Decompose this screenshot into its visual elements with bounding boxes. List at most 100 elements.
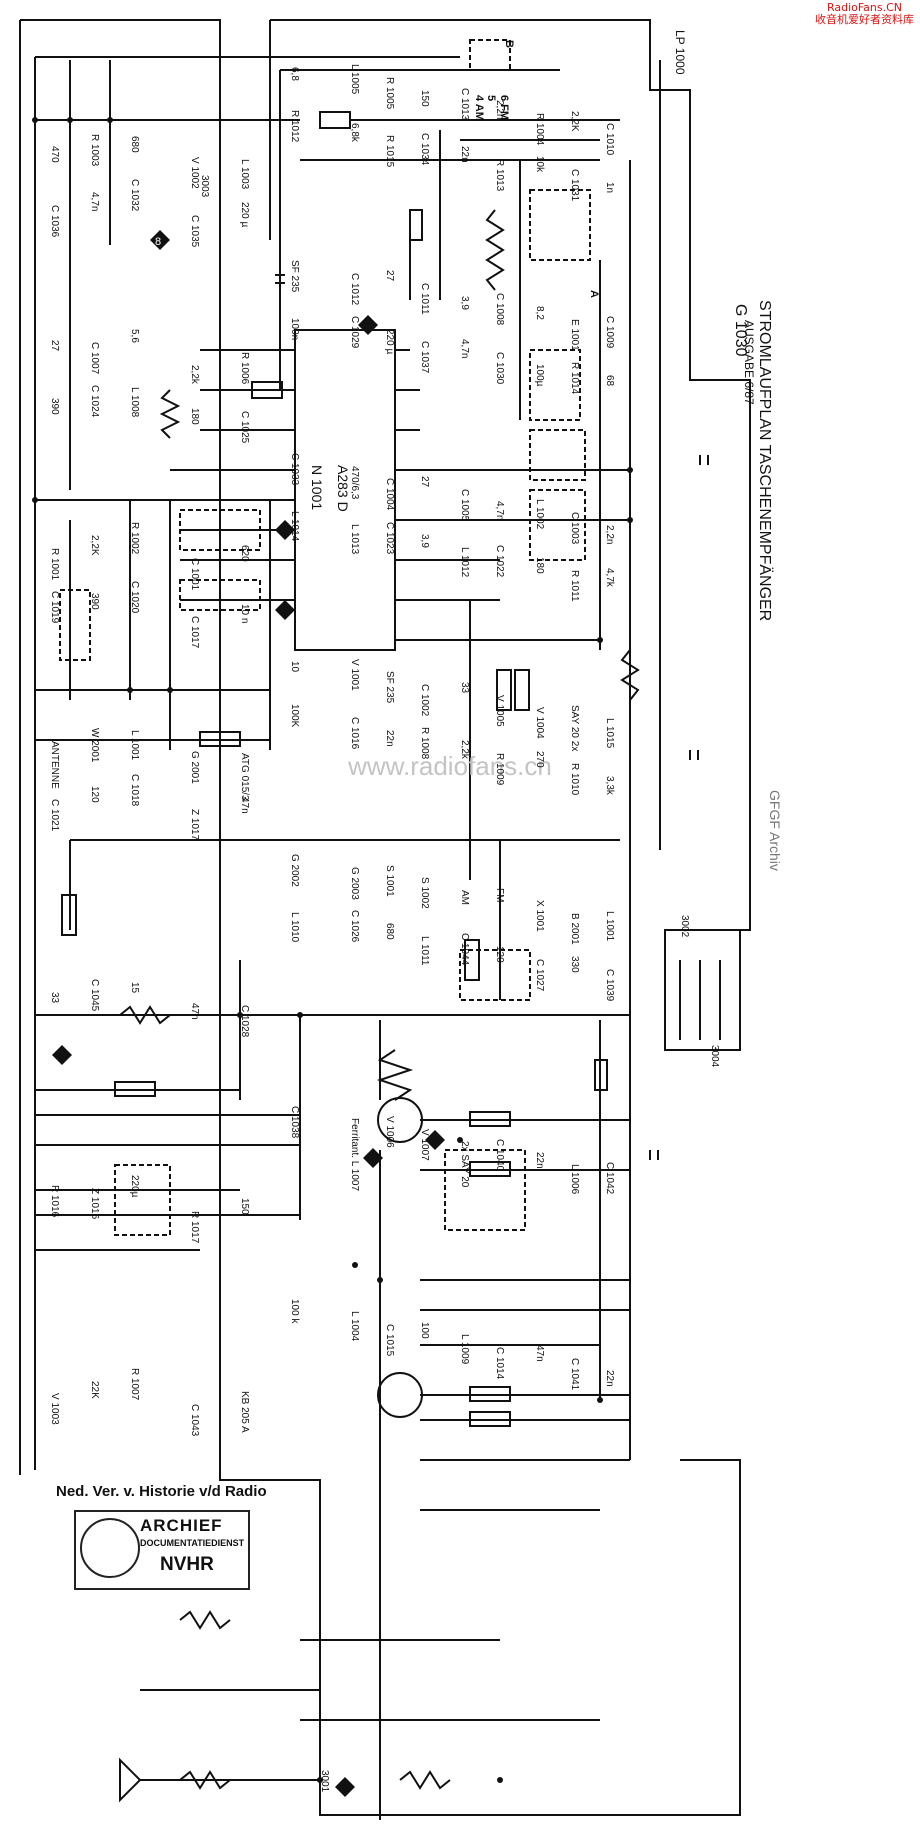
component-label: C 1029 <box>349 315 360 349</box>
gfgf-archive-note: GFGF Archiv <box>767 790 783 871</box>
component-label: L 1013 <box>349 523 360 555</box>
component-label: 470/6,3 <box>349 465 360 499</box>
component-label: V 1005 <box>494 694 505 727</box>
component-label: L 1003 <box>239 159 250 190</box>
component-label: 680 <box>384 922 395 940</box>
center-watermark: www.radiofans.cn <box>347 751 552 781</box>
component-label: FM <box>494 887 505 903</box>
component-label: R 1008 <box>419 727 430 760</box>
component-label: C 1018 <box>129 773 140 806</box>
component-label: 2,2n <box>604 524 615 544</box>
component-label: R 1004 <box>534 112 545 146</box>
transistor-v1002 <box>377 1097 423 1143</box>
component-label: L 1001 <box>129 730 140 761</box>
component-label: 120 <box>89 786 100 803</box>
component-label: 27 <box>49 339 60 351</box>
component-label: SF 235 <box>289 259 300 293</box>
edition-label: AUSGABE 6/87 <box>742 320 756 405</box>
component-label: L 1009 <box>459 1334 470 1365</box>
component-label: R 1002 <box>129 522 140 555</box>
component-label: C 1033 <box>289 452 300 486</box>
component-label: 330 <box>569 956 580 973</box>
component-label: Z 1017 <box>189 809 200 841</box>
component-label: C 1037 <box>419 341 430 374</box>
component-label: 2x SAY 20 <box>459 1141 470 1188</box>
component-label: R 1005 <box>384 77 395 110</box>
component-label: C 1032 <box>129 179 140 212</box>
component-label: B 2001 <box>569 913 580 945</box>
component-label: Z 1016 <box>89 1187 100 1219</box>
component-label: C 1039 <box>604 969 615 1002</box>
component-label: SF 235 <box>384 671 395 704</box>
component-label: C 1021 <box>49 799 60 832</box>
marker-8 <box>150 230 170 250</box>
component-label: 270 <box>534 750 545 768</box>
component-label: V 1006 <box>384 1115 395 1148</box>
component-label: 4,7k <box>604 567 615 587</box>
component-label: 22n <box>604 1370 615 1387</box>
component-label: C 1044 <box>459 933 470 966</box>
component-label: 4,7n <box>459 338 470 359</box>
component-label: C 1041 <box>569 1357 580 1390</box>
component-label: E 1001 <box>569 318 580 351</box>
component-label: 220 µ <box>384 328 395 354</box>
component-label: 2,2K <box>569 110 580 132</box>
component-label: C 1011 <box>419 282 430 315</box>
component-label: 4,7n <box>89 192 100 212</box>
component-label: ANTENNE <box>49 740 60 789</box>
board-outline-left <box>20 19 741 1816</box>
ic-ref-label: N 1001 <box>309 465 325 510</box>
component-label: C 1038 <box>289 1105 300 1138</box>
marker-4 <box>275 520 295 540</box>
component-label: 390 <box>49 397 60 415</box>
component-label: C 1025 <box>239 410 250 443</box>
component-label: C 1023 <box>384 521 395 554</box>
component-label: S 1001 <box>384 864 395 897</box>
component-label: C 1027 <box>534 958 545 991</box>
component-label: 22K <box>89 1380 100 1399</box>
component-label: R 1013 <box>494 158 505 191</box>
component-label: 33 <box>49 992 60 1004</box>
component-label: L 1011 <box>419 935 430 965</box>
component-label: C 1013 <box>459 87 470 120</box>
component-label: AM <box>459 889 470 905</box>
component-label: SAY 20 2x <box>569 704 580 752</box>
component-label: 3,9 <box>419 534 430 549</box>
node-label-n3004: 3004 <box>709 1045 720 1068</box>
component-label: 150 <box>419 89 430 107</box>
marker-6 <box>358 315 378 335</box>
marker-5 <box>275 600 295 620</box>
component-label: 2,2K <box>89 534 100 556</box>
node-label-n3003: 3003 <box>199 175 210 198</box>
component-label: 620 <box>239 545 250 562</box>
component-label: 120 <box>494 945 505 963</box>
switch-label-sw_am: 4 AM <box>473 95 485 121</box>
component-label: 33 <box>459 681 470 693</box>
switch-label-a: A <box>588 290 600 298</box>
stamp-line1: ARCHIEF <box>140 1516 223 1535</box>
marker-1b <box>335 1777 355 1797</box>
marker-1a <box>52 1045 72 1065</box>
component-label: L 1015 <box>604 717 615 748</box>
component-label: 68 <box>604 374 615 386</box>
component-label: 10k <box>534 156 545 173</box>
component-label: C 1015 <box>384 1324 395 1357</box>
model-box-label: LP 1000 <box>673 30 687 75</box>
globe-icon <box>80 1518 140 1578</box>
switch-label-sw_mid: 5 <box>485 95 497 102</box>
marker-3 <box>363 1148 383 1168</box>
component-label: R 1017 <box>189 1210 200 1243</box>
component-label: C 1042 <box>604 1162 615 1195</box>
transistor-v1001 <box>377 1372 423 1418</box>
component-label: L 1012 <box>459 547 470 578</box>
component-label: 220 µ <box>239 202 250 228</box>
component-label: 22n <box>459 145 470 163</box>
component-label: C 1034 <box>419 133 430 166</box>
component-label: 47n <box>534 1344 545 1362</box>
component-label: L 1006 <box>569 1164 580 1195</box>
component-label: 6,8 <box>289 66 300 81</box>
component-label: R 1012 <box>289 110 300 143</box>
switch-label-b: B <box>503 40 515 48</box>
battery-box <box>664 929 741 1051</box>
